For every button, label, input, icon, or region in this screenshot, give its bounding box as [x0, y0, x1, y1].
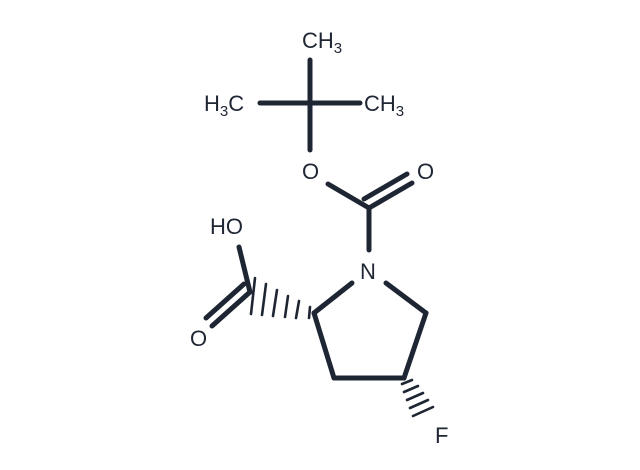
bond-carboxyl-double-1: [209, 289, 253, 329]
bond-c4-c5: [401, 310, 429, 381]
atom-ch3-top: CH3: [302, 28, 342, 57]
bond-carbonyl-double-2: [361, 171, 410, 202]
atom-f: F: [435, 423, 448, 448]
bond-c5-n: [383, 280, 429, 316]
atom-ch3-right: CH3: [364, 91, 404, 120]
bond-c2-c3: [311, 310, 337, 381]
bond-n-c2: [311, 280, 355, 316]
atom-h3c-left: H3C: [204, 91, 244, 120]
atom-oh: HO: [210, 214, 243, 239]
hashed-wedge-c4-f: [400, 378, 435, 418]
atom-o-acid: O: [190, 326, 207, 351]
bond-o-ester-carbonyl-c: [325, 181, 372, 211]
bond-carbonyl-double-1: [366, 180, 415, 211]
bond-carboxyl-c-oh: [236, 244, 253, 295]
atom-o-ester: O: [302, 159, 319, 184]
atom-n-ring: N: [360, 259, 376, 284]
bond-carboxyl-double-2: [203, 281, 247, 321]
atom-o-carbonyl: O: [417, 159, 434, 184]
hashed-wedge-c2-carboxyl: [249, 276, 312, 320]
